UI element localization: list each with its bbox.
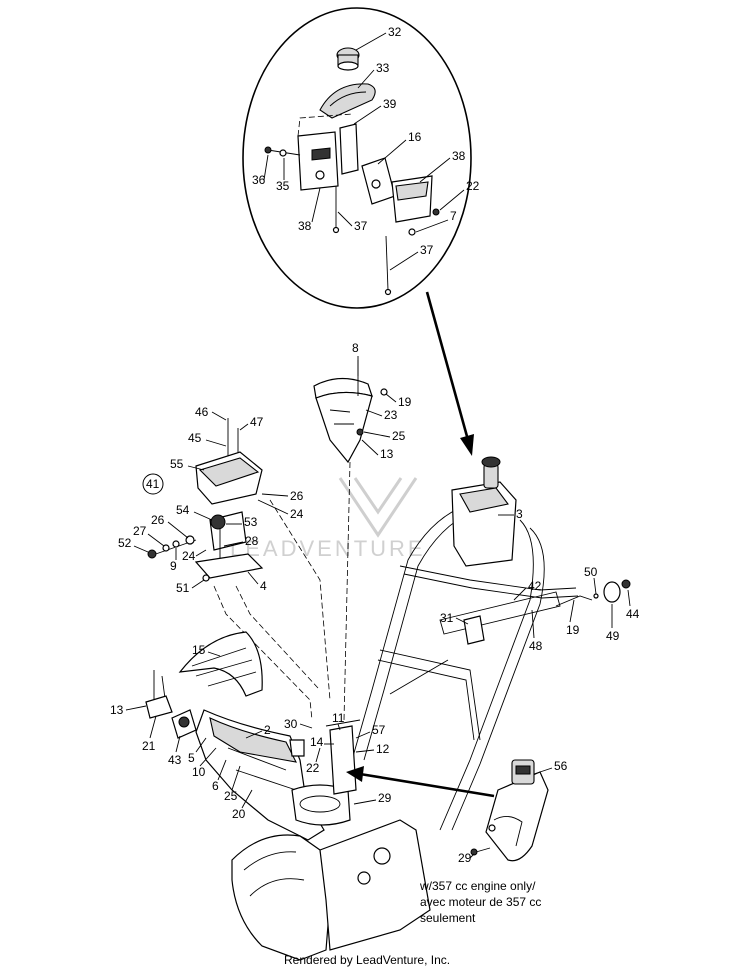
callout-31: 31 [440, 611, 454, 625]
callout-19-top: 19 [398, 395, 412, 409]
callout-9: 9 [170, 559, 177, 573]
callout-2: 2 [264, 723, 271, 737]
callout-36: 36 [252, 173, 266, 187]
callout-42: 42 [528, 579, 542, 593]
callout-33: 33 [376, 61, 390, 75]
callout-19-right: 19 [566, 623, 580, 637]
callout-28: 28 [245, 534, 259, 548]
callout-54: 54 [176, 503, 190, 517]
callout-20: 20 [232, 807, 246, 821]
footer-credit: Rendered by LeadVenture, Inc. [284, 953, 450, 967]
callout-35: 35 [276, 179, 290, 193]
auger-housing: 11 57 14 12 22 29 [231, 711, 431, 961]
callout-24-left: 24 [182, 549, 196, 563]
callout-12: 12 [376, 742, 390, 756]
callout-49: 49 [606, 629, 620, 643]
callout-22-top: 22 [466, 179, 480, 193]
callout-38-left: 38 [298, 219, 312, 233]
callout-25-bottom: 25 [224, 789, 238, 803]
callout-53: 53 [244, 515, 258, 529]
chute-bracket-group: 8 19 23 25 13 [313, 341, 412, 464]
inset-pointer-arrow [346, 766, 495, 798]
callout-45: 45 [188, 431, 202, 445]
callout-39: 39 [383, 97, 397, 111]
callout-43: 43 [168, 753, 182, 767]
callout-52: 52 [118, 536, 132, 550]
callout-41: 41 [146, 477, 160, 491]
callout-24-right: 24 [290, 507, 304, 521]
note-line-1: w/357 cc engine only/ [419, 879, 536, 893]
callout-57: 57 [372, 723, 386, 737]
callout-48: 48 [529, 639, 543, 653]
callout-27: 27 [133, 524, 147, 538]
assembly-lines [213, 461, 351, 721]
callout-4: 4 [260, 579, 267, 593]
callout-29-center: 29 [378, 791, 392, 805]
callout-13-left: 13 [110, 703, 124, 717]
callout-14: 14 [310, 735, 324, 749]
callout-26-right: 26 [290, 489, 304, 503]
note-line-3: seulement [420, 911, 476, 925]
callout-7: 7 [450, 209, 457, 223]
callout-5: 5 [188, 751, 195, 765]
callout-50: 50 [584, 565, 598, 579]
callout-55: 55 [170, 457, 184, 471]
callout-25-top: 25 [392, 429, 406, 443]
callout-51: 51 [176, 581, 190, 595]
callout-16: 16 [408, 130, 422, 144]
callout-46: 46 [195, 405, 209, 419]
leadventure-watermark: LEADVENTURE [230, 477, 426, 561]
engine-note: w/357 cc engine only/ avec moteur de 357… [419, 879, 541, 925]
inset-bracket-56: 56 29 [458, 759, 568, 865]
callout-23: 23 [384, 408, 398, 422]
callout-26-left: 26 [151, 513, 165, 527]
callout-22-bottom: 22 [306, 761, 320, 775]
detail-circle: 32 33 39 16 38 36 35 22 7 38 37 37 [242, 7, 480, 309]
callout-13-top: 13 [380, 447, 394, 461]
note-line-2: avec moteur de 357 cc [420, 895, 541, 909]
callout-44: 44 [626, 607, 640, 621]
callout-3: 3 [516, 507, 523, 521]
callout-56: 56 [554, 759, 568, 773]
callout-32: 32 [388, 25, 402, 39]
callout-47: 47 [250, 415, 264, 429]
callout-21: 21 [142, 739, 156, 753]
watermark-text: LEADVENTURE [230, 536, 426, 561]
callout-8: 8 [352, 341, 359, 355]
callout-30: 30 [284, 717, 298, 731]
callout-37-lower: 37 [420, 243, 434, 257]
callout-37-upper: 37 [354, 219, 368, 233]
detail-pointer-arrow [425, 291, 474, 456]
callout-10: 10 [192, 765, 206, 779]
callout-11: 11 [332, 711, 345, 725]
callout-38-right: 38 [452, 149, 466, 163]
handle-frame: 3 42 50 44 31 19 48 49 [351, 456, 640, 831]
callout-6: 6 [212, 779, 219, 793]
callout-15: 15 [192, 643, 206, 657]
gearbox-group: 41 46 47 45 55 26 24 54 26 53 27 52 [118, 405, 304, 595]
callout-29-inset: 29 [458, 851, 472, 865]
chute-group: 15 13 21 43 2 30 5 10 6 25 20 [110, 631, 325, 841]
